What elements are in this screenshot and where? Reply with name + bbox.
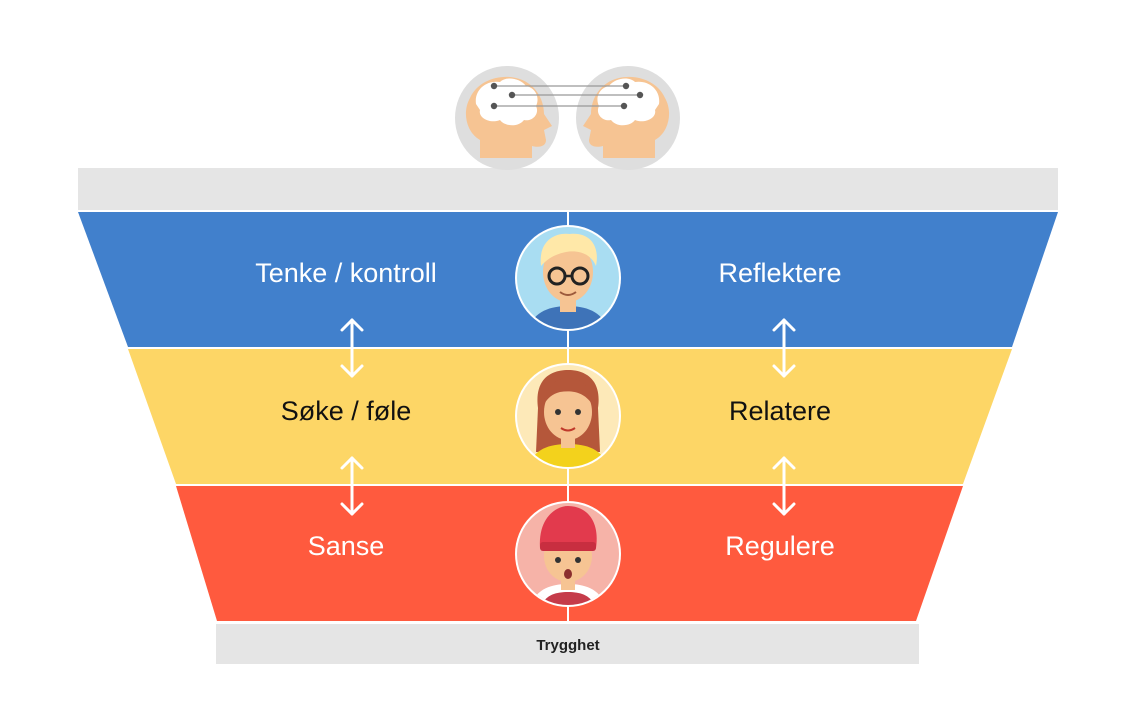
label-sanse: Sanse	[308, 531, 385, 561]
girl-face-icon	[515, 363, 621, 469]
label-reflektere: Reflektere	[718, 258, 841, 288]
label-tenke-kontroll: Tenke / kontroll	[255, 258, 437, 288]
double-arrow-icon	[340, 456, 364, 516]
brain-connection-dots	[490, 82, 644, 110]
label-relatere: Relatere	[729, 396, 831, 426]
top-heads	[455, 66, 680, 170]
base-band	[216, 624, 919, 664]
base-label: Trygghet	[536, 637, 599, 654]
double-arrow-icon	[772, 456, 796, 516]
top-band	[78, 168, 1058, 210]
head-brain-icon	[455, 66, 559, 170]
head-brain-icon	[576, 66, 680, 170]
brain-connections	[494, 85, 640, 107]
man-glasses-face-icon	[515, 225, 621, 331]
label-regulere: Regulere	[725, 531, 835, 561]
double-arrow-icon	[340, 318, 364, 378]
label-soke-fole: Søke / føle	[281, 396, 412, 426]
double-arrow-icon	[772, 318, 796, 378]
child-beanie-face-icon	[515, 501, 621, 607]
